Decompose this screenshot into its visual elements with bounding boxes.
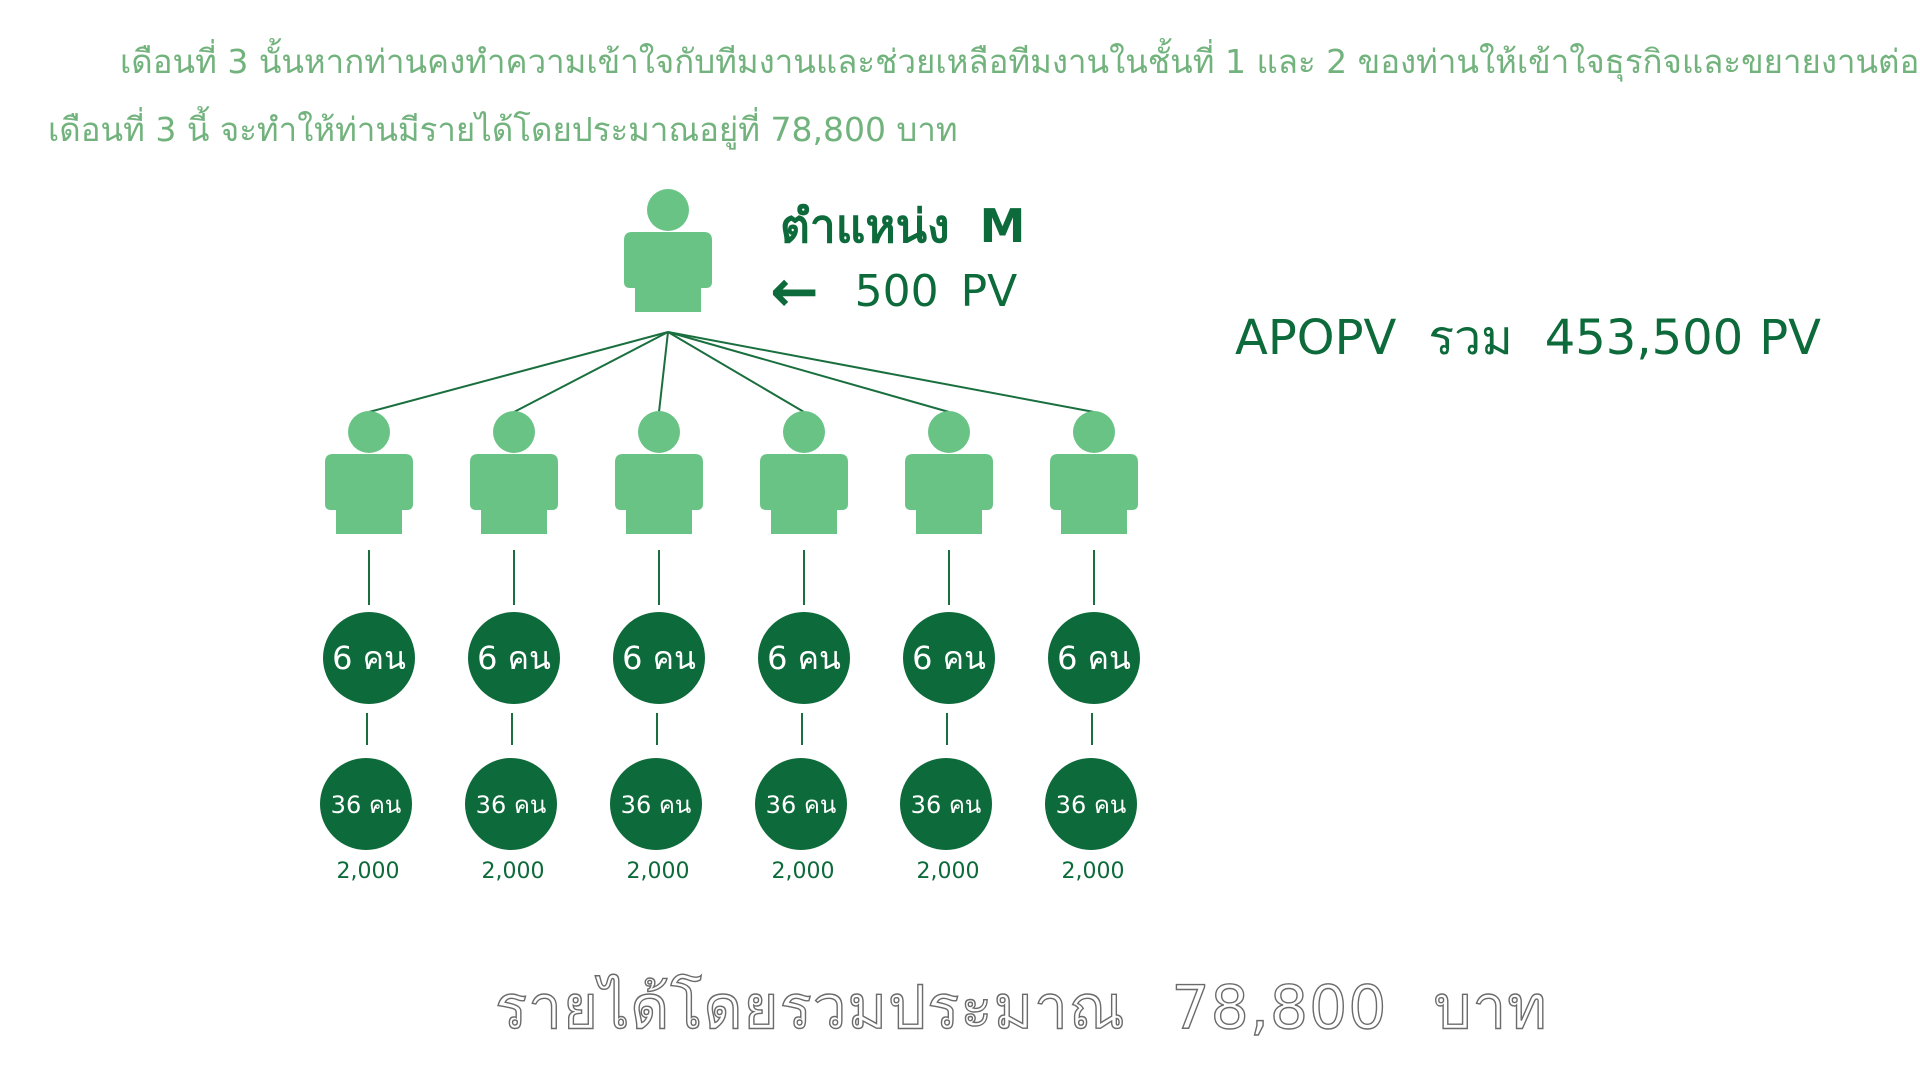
level2-circle <box>755 758 847 850</box>
level1-circle <box>758 612 850 704</box>
connector-line <box>368 331 669 413</box>
total-income: รายได้โดยรวมประมาณ 78,800 บาท <box>494 960 1548 1055</box>
connector-line <box>667 331 805 413</box>
intro-paragraph: เดือนที่ 3 นั้นหากท่านคงทำความเข้าใจกับท… <box>48 28 1920 164</box>
level1-circle <box>613 612 705 704</box>
level1-circle <box>903 612 995 704</box>
level1-count: 6 คน <box>912 639 986 677</box>
branch-amount: 2,000 <box>1062 859 1125 884</box>
top-person-icon <box>624 189 712 312</box>
branch-amount: 2,000 <box>917 859 980 884</box>
position-value: M <box>979 199 1026 253</box>
level2-circle <box>1045 758 1137 850</box>
level2-count: 36 คน <box>766 791 837 819</box>
apopv-label: APOPV <box>1235 310 1397 366</box>
connector-line <box>667 331 950 413</box>
branch-amount: 2,000 <box>772 859 835 884</box>
level1-count: 6 คน <box>332 639 406 677</box>
top-pv-unit: PV <box>960 265 1018 317</box>
member-person-icon <box>760 411 848 534</box>
connector-line <box>513 331 669 413</box>
apopv-sum-word: รวม <box>1428 310 1513 366</box>
level2-circle <box>465 758 557 850</box>
connector-line <box>667 331 1095 413</box>
total-value: 78,800 <box>1171 972 1388 1043</box>
apopv-unit: PV <box>1759 310 1821 366</box>
total-unit: บาท <box>1433 972 1548 1043</box>
level2-circle <box>320 758 412 850</box>
level2-count: 36 คน <box>331 791 402 819</box>
level2-count: 36 คน <box>1056 791 1127 819</box>
level2-count: 36 คน <box>911 791 982 819</box>
level1-circle <box>1048 612 1140 704</box>
branch-amount: 2,000 <box>627 859 690 884</box>
intro-line-2: เดือนที่ 3 นี้ จะทำให้ท่านมีรายได้โดยประ… <box>48 110 958 149</box>
connector-lines <box>366 331 1095 745</box>
level2-count: 36 คน <box>621 791 692 819</box>
position-label: ตำแหน่ง <box>780 199 950 253</box>
intro-line-1: เดือนที่ 3 นั้นหากท่านคงทำความเข้าใจกับท… <box>120 42 1920 81</box>
level1-count: 6 คน <box>477 639 551 677</box>
member-person-icon <box>470 411 558 534</box>
top-pv-value: 500 <box>854 265 939 317</box>
left-arrow-icon: ← <box>770 257 819 325</box>
level1-count: 6 คน <box>767 639 841 677</box>
level1-count: 6 คน <box>1057 639 1131 677</box>
member-person-icon <box>615 411 703 534</box>
position-title: ตำแหน่ง M <box>780 190 1025 263</box>
connector-line <box>658 331 669 413</box>
level2-circle <box>610 758 702 850</box>
apopv-value: 453,500 <box>1544 310 1744 366</box>
total-label: รายได้โดยรวมประมาณ <box>494 972 1126 1043</box>
branch-amount: 2,000 <box>482 859 545 884</box>
member-person-icon <box>1050 411 1138 534</box>
member-person-icon <box>905 411 993 534</box>
circles-layer: 6 คน 36 คน 2,000 6 คน 36 คน 2,000 6 คน 36 คน 2,0… <box>320 612 1140 884</box>
level2-circle <box>900 758 992 850</box>
level1-circle <box>323 612 415 704</box>
level1-count: 6 คน <box>622 639 696 677</box>
level2-count: 36 คน <box>476 791 547 819</box>
branch-amount: 2,000 <box>337 859 400 884</box>
apopv-summary: APOPV รวม 453,500 PV <box>1235 300 1821 376</box>
level1-circle <box>468 612 560 704</box>
member-person-icon <box>325 411 413 534</box>
